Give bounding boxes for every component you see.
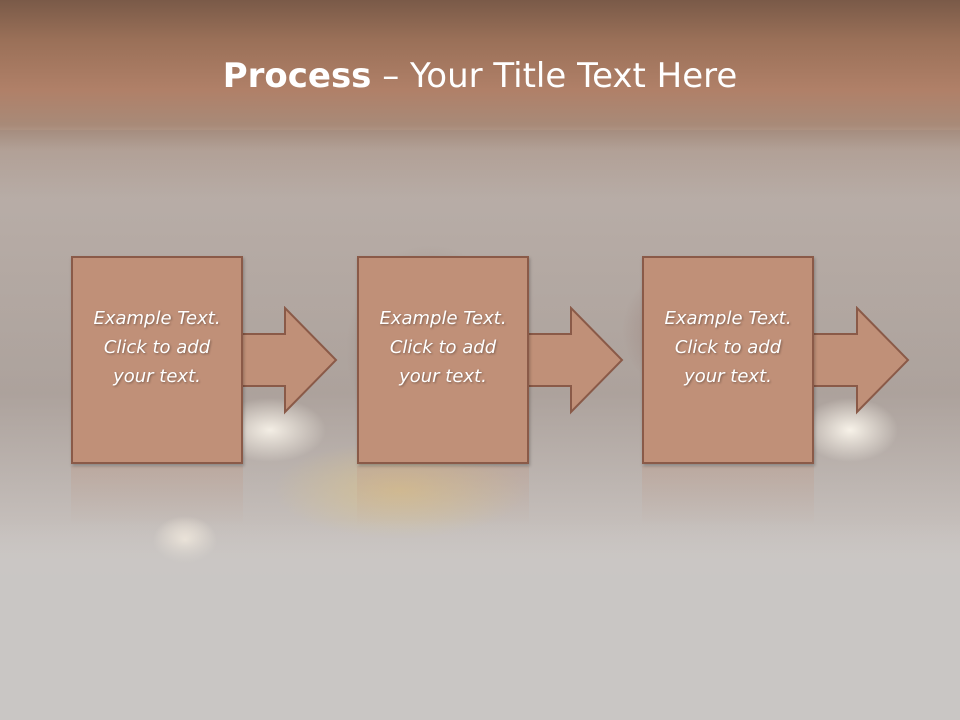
- step-2-line-2: Click to add: [389, 336, 497, 358]
- step-3-reflection: [642, 466, 814, 526]
- step-3-line-2: Click to add: [674, 336, 782, 358]
- step-2-line-3: your text.: [399, 365, 487, 387]
- title-rest: – Your Title Text Here: [371, 56, 738, 96]
- step-1-line-1: Example Text.: [93, 307, 221, 329]
- process-step-1[interactable]: Example Text. Click to add your text.: [71, 256, 243, 464]
- step-2-text: Example Text. Click to add your text.: [368, 304, 518, 391]
- process-arrow-1[interactable]: [240, 306, 340, 416]
- step-1-reflection: [71, 466, 243, 526]
- process-arrow-2[interactable]: [526, 306, 626, 416]
- step-1-text: Example Text. Click to add your text.: [82, 304, 232, 391]
- title-bold: Process: [222, 56, 372, 96]
- process-arrow-3[interactable]: [812, 306, 912, 416]
- process-step-3[interactable]: Example Text. Click to add your text.: [642, 256, 814, 464]
- step-3-text: Example Text. Click to add your text.: [653, 304, 803, 391]
- step-3-line-1: Example Text.: [664, 307, 792, 329]
- step-1-line-3: your text.: [113, 365, 201, 387]
- step-2-line-1: Example Text.: [379, 307, 507, 329]
- photo-fade: [0, 520, 960, 720]
- step-1-line-2: Click to add: [103, 336, 211, 358]
- step-3-line-3: your text.: [684, 365, 772, 387]
- step-2-reflection: [357, 466, 529, 526]
- slide-title[interactable]: Process – Your Title Text Here: [0, 54, 960, 98]
- process-step-2[interactable]: Example Text. Click to add your text.: [357, 256, 529, 464]
